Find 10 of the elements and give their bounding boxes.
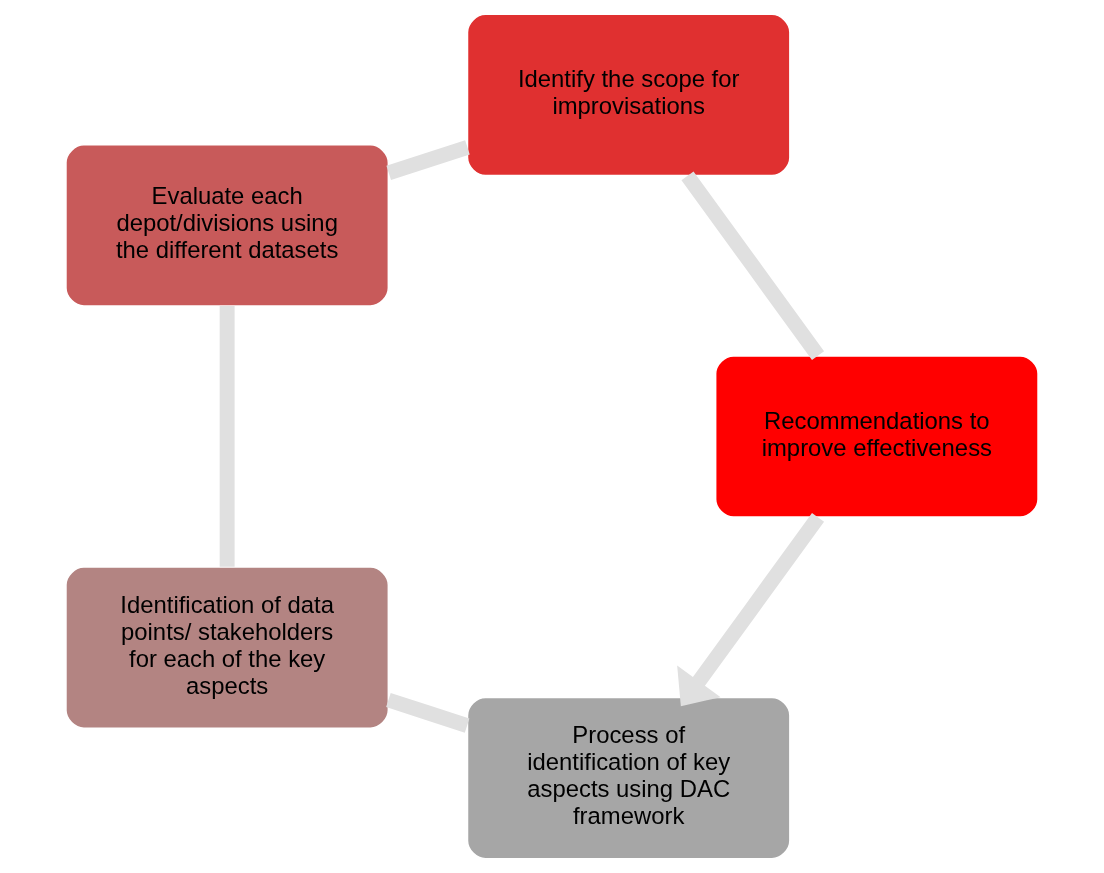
connector — [219, 306, 235, 567]
node-box: Identify the scope for improvisations — [466, 13, 791, 177]
connector — [386, 140, 470, 180]
node-box: Identification of data points/ stakeholders for each of the key aspects — [65, 566, 390, 729]
arrow — [677, 513, 825, 707]
node-box: Evaluate each depot/divisions using the different datasets — [65, 144, 390, 307]
node-box: Process of identification of key aspects using DAC framework — [466, 696, 791, 860]
connector — [386, 692, 470, 733]
node-box: Recommendations to improve effectiveness — [714, 355, 1039, 518]
connector — [681, 171, 825, 360]
